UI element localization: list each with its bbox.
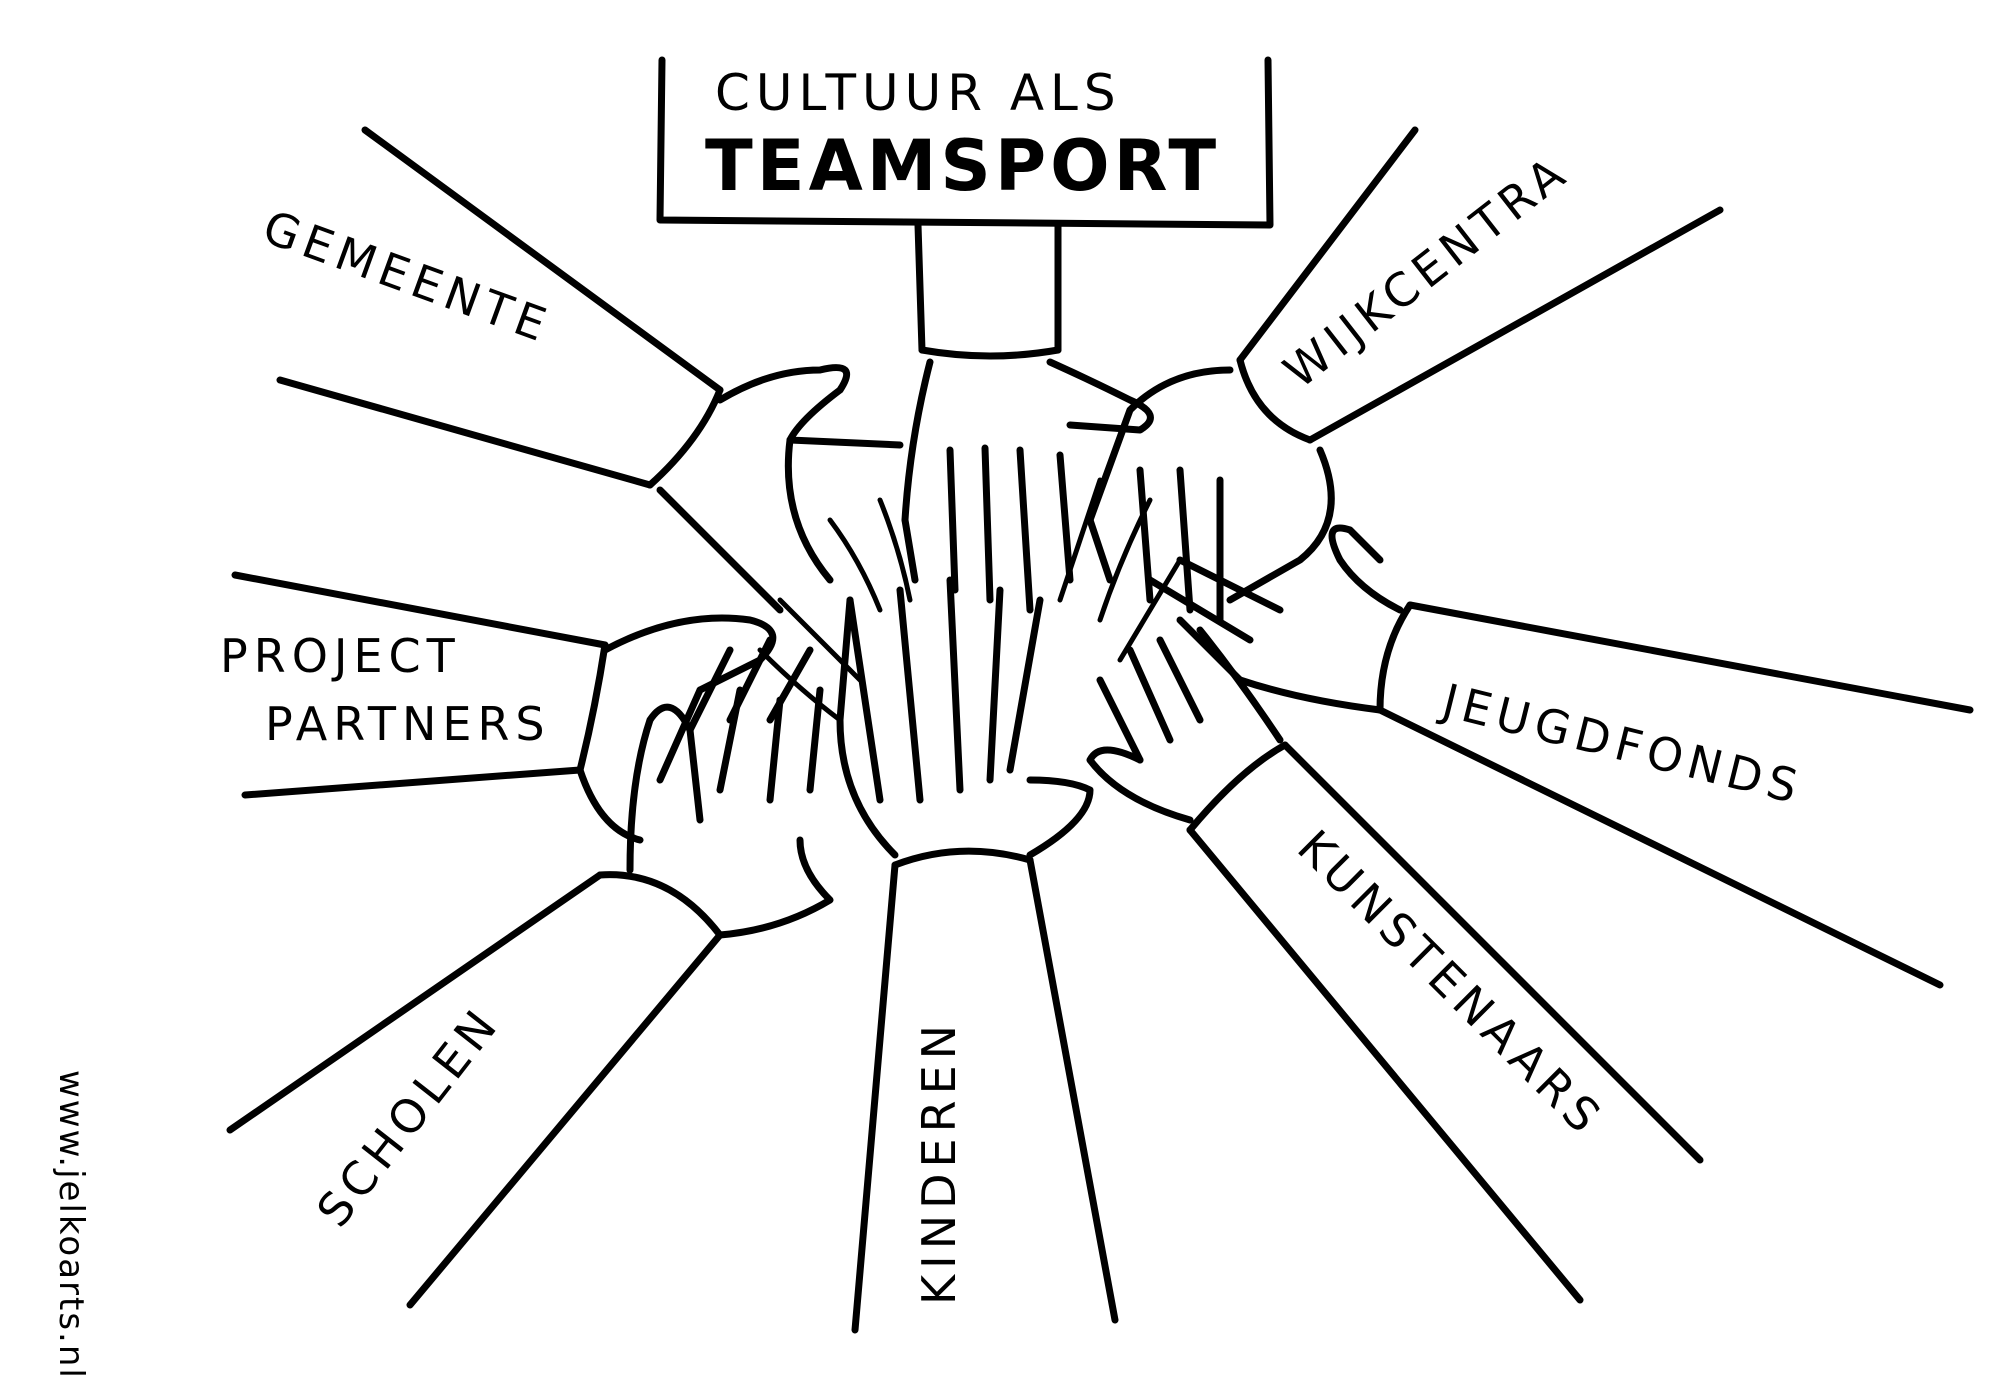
label-partners: PARTNERS: [265, 697, 551, 751]
label-jeugdfonds: JEUGDFONDS: [1434, 673, 1808, 815]
teamsport-sign: CULTUUR ALS TEAMSPORT: [656, 56, 1274, 229]
sign-line-2: TEAMSPORT: [705, 125, 1220, 207]
arm-jeugdfonds: JEUGDFONDS: [1146, 524, 1974, 989]
label-wijkcentra: WIJKCENTRA: [1274, 143, 1580, 398]
hands-center: [757, 477, 1183, 723]
label-kinderen: KINDEREN: [912, 1019, 966, 1305]
label-scholen: SCHOLEN: [306, 996, 511, 1237]
arm-project-partners: PROJECT PARTNERS: [220, 571, 824, 844]
label-gemeente: GEMEENTE: [256, 200, 558, 354]
arm-kinderen: KINDEREN: [836, 576, 1119, 1334]
label-kunstenaars: KUNSTENAARS: [1287, 820, 1615, 1148]
watermark: www.jelkoarts.nl: [51, 1070, 91, 1380]
arm-top: [901, 221, 1154, 614]
sign-line-1: CULTUUR ALS: [715, 64, 1122, 122]
label-project: PROJECT: [220, 629, 461, 683]
